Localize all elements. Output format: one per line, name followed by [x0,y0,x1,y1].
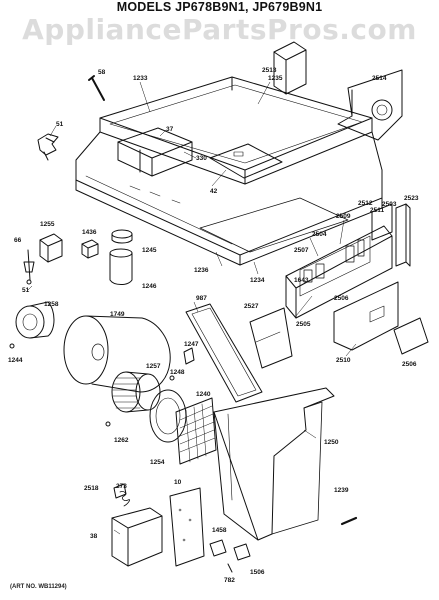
callout-1258: 1258 [44,301,59,308]
part-2505-control-panel [285,225,393,319]
part-1246-capacitor [109,248,133,285]
callout-1245: 1245 [142,247,157,254]
callout-1250: 1250 [324,439,339,446]
part-1244-screw [9,343,15,349]
callout-2507: 2507 [294,247,309,254]
callout-2509: 2509 [336,213,351,220]
callout-1262: 1262 [114,437,129,444]
callout-1247: 1247 [184,341,199,348]
part-1749-blower-housing [63,315,171,393]
callout-2513: 2513 [262,67,277,74]
callout-1749: 1749 [110,311,125,318]
callout-1257: 1257 [146,363,161,370]
part-66-terminal [23,249,35,285]
callout-1233: 1233 [133,75,148,82]
watermark: AppliancePartsPros.com [22,13,417,46]
part-51-clip-top [37,133,59,161]
part-1262-screw [105,421,111,427]
callout-51a: 51 [56,121,64,128]
part-1245-cap [111,229,133,244]
part-782-screw [227,563,233,573]
callout-1240: 1240 [196,391,211,398]
part-58-screw [88,75,105,101]
art-number: (ART NO. WB11294) [10,584,67,590]
part-1436-block [81,239,99,259]
leader-lines [27,81,357,535]
callout-782: 782 [224,577,235,584]
callout-1235: 1235 [268,75,283,82]
callout-1254: 1254 [150,459,165,466]
callout-1506: 1506 [250,569,265,576]
callout-51b: 51 [22,287,30,294]
part-10-panel [169,487,205,567]
part-1236-front-rim [129,185,349,253]
callout-2523: 2523 [404,195,419,202]
callout-66: 66 [14,237,22,244]
part-1250-lower-housing [213,387,335,541]
part-38-cover [111,507,163,567]
callout-38: 38 [90,533,98,540]
callout-1643: 1643 [294,277,309,284]
callout-2505: 2505 [296,321,311,328]
part-2510-panel [333,281,399,351]
part-2527-bracket [249,307,293,369]
part-1239-rod [340,516,358,526]
part-2513-bracket [273,41,307,95]
page-title: MODELS JP678B9N1, JP679B9N1 [116,0,323,14]
callout-1234: 1234 [250,277,265,284]
callout-2506a: 2506 [334,295,349,302]
part-1248-screw [169,375,175,381]
callout-2510: 2510 [336,357,351,364]
callout-1244: 1244 [8,357,23,364]
callout-273: 273 [116,483,127,490]
callout-2512: 2512 [358,200,373,207]
part-273-spring [119,491,131,507]
callout-987: 987 [196,295,207,302]
part-1254-ring [149,389,187,443]
part-2503-plate [371,203,393,241]
part-2506-card [393,317,429,355]
callout-2504: 2504 [312,231,327,238]
callout-10: 10 [174,479,182,486]
callout-1458: 1458 [212,527,227,534]
callout-2506b: 2506 [402,361,417,368]
callout-labels: 58 1233 1235 2513 2514 51 37 330 42 2512… [8,67,419,584]
part-2523-post [395,203,411,267]
callout-2511: 2511 [370,207,384,214]
part-2514-bracket [337,69,403,141]
part-1506-switch [233,543,251,561]
callout-2514: 2514 [372,75,387,82]
callout-1248: 1248 [170,369,185,376]
part-42-panel [209,143,283,179]
callout-330: 330 [196,155,207,162]
part-1257-fan-wheel [111,371,161,413]
callout-2518: 2518 [84,485,99,492]
callout-1436: 1436 [82,229,97,236]
part-1235-top-chassis [75,76,383,266]
callout-1255: 1255 [40,221,55,228]
callout-1239: 1239 [334,487,349,494]
part-1458-switch [209,539,227,557]
callout-37: 37 [166,126,174,133]
part-1258-motor [15,301,55,339]
callout-1246: 1246 [142,283,157,290]
part-987-filter [185,303,263,403]
callout-58: 58 [98,69,106,76]
part-1240-grille [175,397,217,465]
part-330-tray [117,127,193,177]
callout-2527: 2527 [244,303,259,310]
part-1247-clip [183,347,195,365]
callout-42: 42 [210,188,218,195]
part-1255-switch [39,233,63,263]
callout-1236: 1236 [194,267,209,274]
callout-2503: 2503 [382,201,397,208]
